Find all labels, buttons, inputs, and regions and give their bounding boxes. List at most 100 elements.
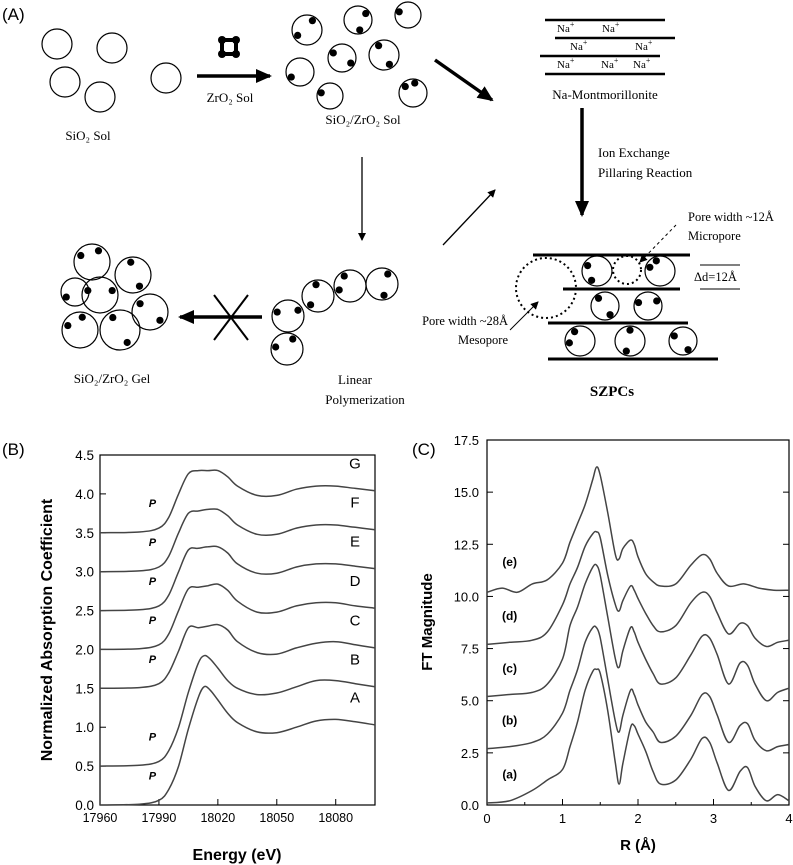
series-B-line (99, 654, 376, 767)
zro2-dot (670, 332, 678, 340)
zro2-dot (317, 89, 325, 97)
y-tick-label: 10.0 (454, 589, 479, 604)
zro2-dot (77, 251, 85, 260)
particle-shell (291, 14, 323, 46)
particle-shell (668, 326, 698, 356)
na-ion-label: Na+ (602, 20, 620, 35)
sol-particle (327, 43, 357, 73)
series-label: (c) (502, 661, 517, 675)
sol-particle (343, 5, 373, 35)
zro2-dot (94, 247, 103, 255)
na-ion-charge: + (570, 56, 575, 65)
pre-edge-label: P (149, 770, 157, 782)
series-D-line (99, 583, 376, 651)
panel-b-label: (B) (2, 440, 25, 459)
zro2-dot (622, 347, 630, 355)
series-E-line (99, 545, 376, 612)
chart-c-xlabel: R (Å) (620, 837, 656, 854)
chart-b-xlabel: Energy (eV) (193, 847, 282, 864)
sol-particle (368, 39, 400, 71)
series-G-line (99, 469, 376, 534)
particle-shell (398, 78, 428, 108)
particle-shell (270, 332, 304, 366)
na-ion-label: Na+ (633, 56, 651, 71)
na-ion-label: Na+ (557, 20, 575, 35)
chain-particle (271, 299, 305, 333)
delta-d-label: Δd=12Å (694, 270, 737, 284)
pore-28-label: Pore width ~28Å (422, 314, 508, 328)
particle-shell (271, 299, 305, 333)
zro2-dot (312, 281, 320, 289)
na-ion-charge: + (570, 20, 575, 29)
zro2-dot (335, 286, 343, 294)
zro2-dot (646, 263, 654, 271)
chart-c-series: (a)(b)(c)(d)(e) (486, 466, 790, 804)
zro2-dot (287, 73, 295, 81)
pre-edge-label: P (149, 615, 157, 627)
y-tick-label: 0.0 (75, 798, 94, 813)
zro2-dot (584, 262, 592, 270)
sio2-sol-label: SiO₂ Sol (65, 128, 111, 143)
pillar-particle (644, 255, 676, 287)
series-b-line (486, 625, 790, 752)
zro2-dot (329, 49, 337, 57)
chain-particle (270, 332, 304, 366)
particle-shell (564, 325, 596, 357)
zro2-dot (411, 79, 419, 87)
zro2-dot (606, 311, 614, 319)
zro2-sol-label: ZrO₂ Sol (207, 90, 254, 105)
zro2-dot (272, 343, 280, 351)
zro2-dot (136, 300, 144, 308)
zro2-dot (362, 9, 370, 18)
zro2-dot (653, 297, 661, 305)
zro2-dot (294, 31, 302, 39)
pre-edge-label: P (149, 654, 157, 666)
series-A-line (99, 685, 376, 806)
particle-shell (114, 256, 152, 294)
zro2-dot (594, 294, 603, 302)
particle-shell (61, 311, 99, 349)
y-tick-label: 15.0 (454, 485, 479, 500)
x-tick-label: 18020 (200, 811, 235, 825)
particle-shell (60, 277, 90, 307)
series-C-label: C (350, 613, 361, 630)
zro2-dot (385, 60, 393, 68)
series-G-label: G (349, 456, 361, 473)
na-ion-label: Na+ (635, 38, 653, 53)
particle-shell (343, 5, 373, 35)
sol-particle (316, 82, 344, 110)
y-tick-label: 1.5 (75, 681, 94, 696)
zro2-dot (84, 286, 92, 295)
series-e-line (486, 466, 790, 594)
chain-particle (301, 279, 335, 313)
na-ion-label: Na+ (570, 38, 588, 53)
pillar-particle (633, 291, 663, 321)
na-ion-charge: + (614, 56, 619, 65)
particle-shell (285, 57, 315, 87)
sol-particle (394, 1, 422, 29)
zro2-dot (571, 328, 579, 336)
gel-particle (81, 276, 119, 314)
gel-particle (114, 256, 152, 294)
mesopore-circle (515, 257, 577, 319)
chain-particle (365, 267, 399, 301)
zro2-dot (565, 339, 573, 347)
sol-particle (398, 78, 428, 108)
series-B-label: B (350, 652, 360, 669)
na-ion-charge: + (646, 56, 651, 65)
panel-a-schematic: (A) SiO₂ Sol ZrO₂ Sol SiO₂/ZrO₂ Sol (2, 1, 774, 407)
zro2-dot (123, 338, 131, 347)
chart-b-frame (99, 454, 376, 806)
mesopore-pointer (509, 301, 539, 331)
particle-shell (301, 279, 335, 313)
x-tick-label: 18080 (318, 811, 353, 825)
series-F-line (99, 508, 376, 573)
particle-shell (644, 255, 676, 287)
y-tick-label: 4.0 (75, 487, 94, 502)
montmorillonite-layers (540, 18, 675, 76)
series-d-line (486, 530, 790, 648)
particle-shell (590, 291, 620, 321)
zro2-dot (294, 306, 302, 314)
gel-particle (99, 309, 141, 351)
